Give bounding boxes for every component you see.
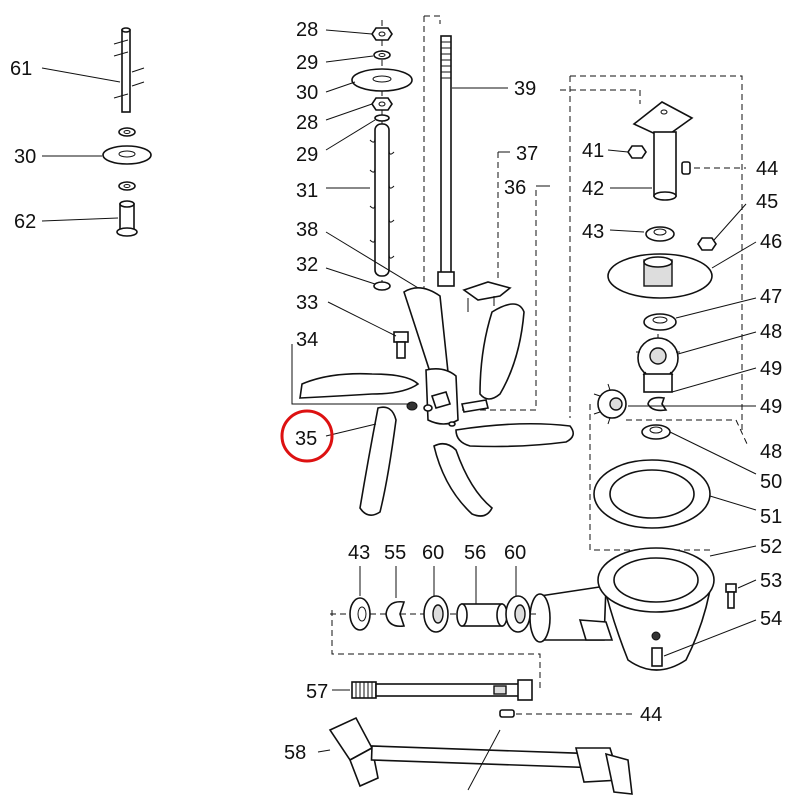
part-47-bearing — [643, 313, 677, 331]
part-54-plug — [651, 647, 663, 667]
part-48-sprocket-upper — [636, 334, 680, 393]
label-44-bottom: 44 — [640, 704, 662, 726]
label-51: 51 — [760, 506, 782, 528]
label-56: 56 — [464, 542, 486, 564]
label-37: 37 — [516, 143, 538, 165]
part-46-bearing-housing — [607, 253, 713, 299]
label-28-top: 28 — [296, 19, 318, 41]
part-28-nut-mid — [371, 97, 393, 111]
label-43-bottom: 43 — [348, 542, 370, 564]
part-42-gear-shaft — [632, 101, 694, 201]
part-61-shaft — [113, 27, 145, 113]
part-60-bearing-right — [505, 595, 531, 633]
label-39: 39 — [514, 78, 536, 100]
label-31: 31 — [296, 180, 318, 202]
part-60-bearing-left — [423, 595, 449, 633]
part-44-key-bottom — [499, 709, 515, 718]
part-49-bevel-gear — [593, 383, 627, 425]
part-58-pto-driveshaft — [328, 716, 633, 795]
part-washer-lower — [118, 181, 136, 191]
part-56-spacer — [456, 603, 508, 627]
label-58: 58 — [284, 742, 306, 764]
part-43-bearing-top — [645, 226, 675, 242]
label-43-top: 43 — [582, 221, 604, 243]
part-30-disc-centre — [351, 68, 413, 92]
label-44-top: 44 — [756, 158, 778, 180]
label-60-right: 60 — [504, 542, 526, 564]
part-washer-61 — [118, 127, 136, 137]
part-35-agitator — [299, 287, 574, 517]
label-29-top: 29 — [296, 52, 318, 74]
label-38: 38 — [296, 219, 318, 241]
label-55: 55 — [384, 542, 406, 564]
label-50: 50 — [760, 471, 782, 493]
part-55-circlip — [385, 600, 406, 628]
label-54: 54 — [760, 608, 782, 630]
part-53-bolt — [725, 583, 737, 609]
label-53: 53 — [760, 570, 782, 592]
label-33: 33 — [296, 292, 318, 314]
label-30-centre: 30 — [296, 82, 318, 104]
part-29-washer-mid — [374, 114, 390, 122]
label-62: 62 — [14, 211, 36, 233]
label-32: 32 — [296, 254, 318, 276]
label-49-upper: 49 — [760, 358, 782, 380]
label-41: 41 — [582, 140, 604, 162]
label-35-highlighted: 35 — [295, 428, 317, 450]
highlight-circle-35 — [280, 409, 334, 463]
part-29-washer-top — [373, 50, 391, 60]
part-41-nut — [627, 145, 647, 159]
part-51-gasket — [593, 459, 711, 529]
part-31-spiked-rod — [369, 123, 395, 277]
part-45-nut — [697, 237, 717, 251]
part-62-bushing — [116, 200, 138, 237]
label-34: 34 — [296, 329, 318, 351]
label-42: 42 — [582, 178, 604, 200]
part-43-bearing-bottom — [349, 597, 371, 631]
part-28-nut-top — [371, 27, 393, 41]
label-61: 61 — [10, 58, 32, 80]
label-60-left: 60 — [422, 542, 444, 564]
part-49-circlip — [647, 396, 668, 412]
label-49-lower: 49 — [760, 396, 782, 418]
part-30-disc-left — [102, 145, 152, 165]
part-39-threaded-rod — [437, 35, 455, 287]
label-45: 45 — [756, 191, 778, 213]
part-52-gearbox-housing — [529, 547, 715, 671]
label-28-mid: 28 — [296, 112, 318, 134]
part-57-splined-shaft — [351, 679, 533, 701]
label-52: 52 — [760, 536, 782, 558]
label-36: 36 — [504, 177, 526, 199]
label-57: 57 — [306, 681, 328, 703]
label-48-upper: 48 — [760, 321, 782, 343]
label-48-lower: 48 — [760, 441, 782, 463]
label-29-mid: 29 — [296, 144, 318, 166]
part-48-bearing-lower — [641, 424, 671, 440]
label-47: 47 — [760, 286, 782, 308]
label-46: 46 — [760, 231, 782, 253]
part-32-washer — [373, 281, 391, 291]
part-33-bolt — [393, 331, 409, 359]
label-30-left: 30 — [14, 146, 36, 168]
part-44-key-top — [681, 161, 691, 175]
part-37-bracket — [462, 281, 512, 312]
